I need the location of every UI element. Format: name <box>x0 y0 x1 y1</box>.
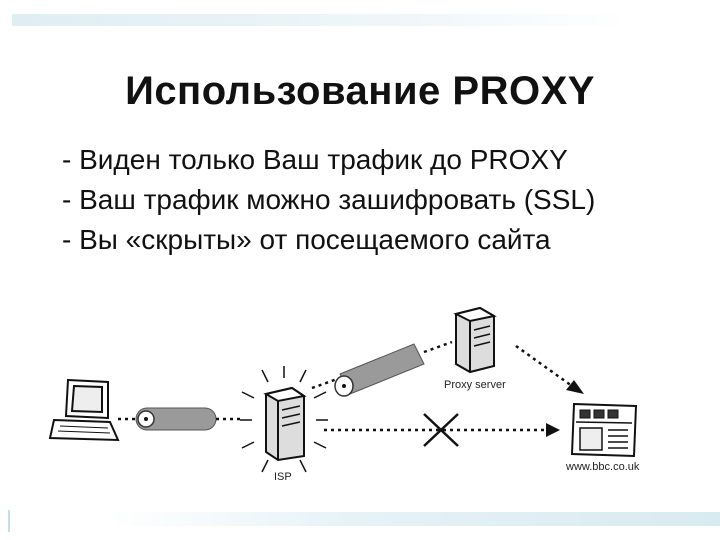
encrypted-tunnel-icon <box>135 407 217 431</box>
bullet-list: - Виден только Ваш трафик до PROXY - Ваш… <box>62 140 595 260</box>
laptop-icon <box>48 378 120 442</box>
slide-title: Использование PROXY <box>125 68 595 113</box>
proxy-server-icon <box>453 306 497 374</box>
bullet-item: - Вы «скрыты» от посещаемого сайта <box>62 224 551 255</box>
blocked-cross-icon <box>423 413 459 447</box>
bullet-item: - Виден только Ваш трафик до PROXY <box>62 144 568 175</box>
website-icon <box>570 402 638 458</box>
encrypted-tunnel-icon <box>334 343 425 397</box>
left-decorative-tick <box>8 510 10 532</box>
website-label: www.bbc.co.uk <box>565 461 640 473</box>
proxy-server-label: Proxy server <box>444 379 506 391</box>
isp-server-icon <box>240 366 328 473</box>
isp-label: ISP <box>274 471 292 483</box>
bullet-item: - Ваш трафик можно зашифровать (SSL) <box>62 184 596 215</box>
proxy-diagram: ISP Proxy server www.bbc.co.u <box>48 306 640 483</box>
top-decorative-band <box>12 14 632 26</box>
bottom-decorative-band <box>110 512 720 526</box>
